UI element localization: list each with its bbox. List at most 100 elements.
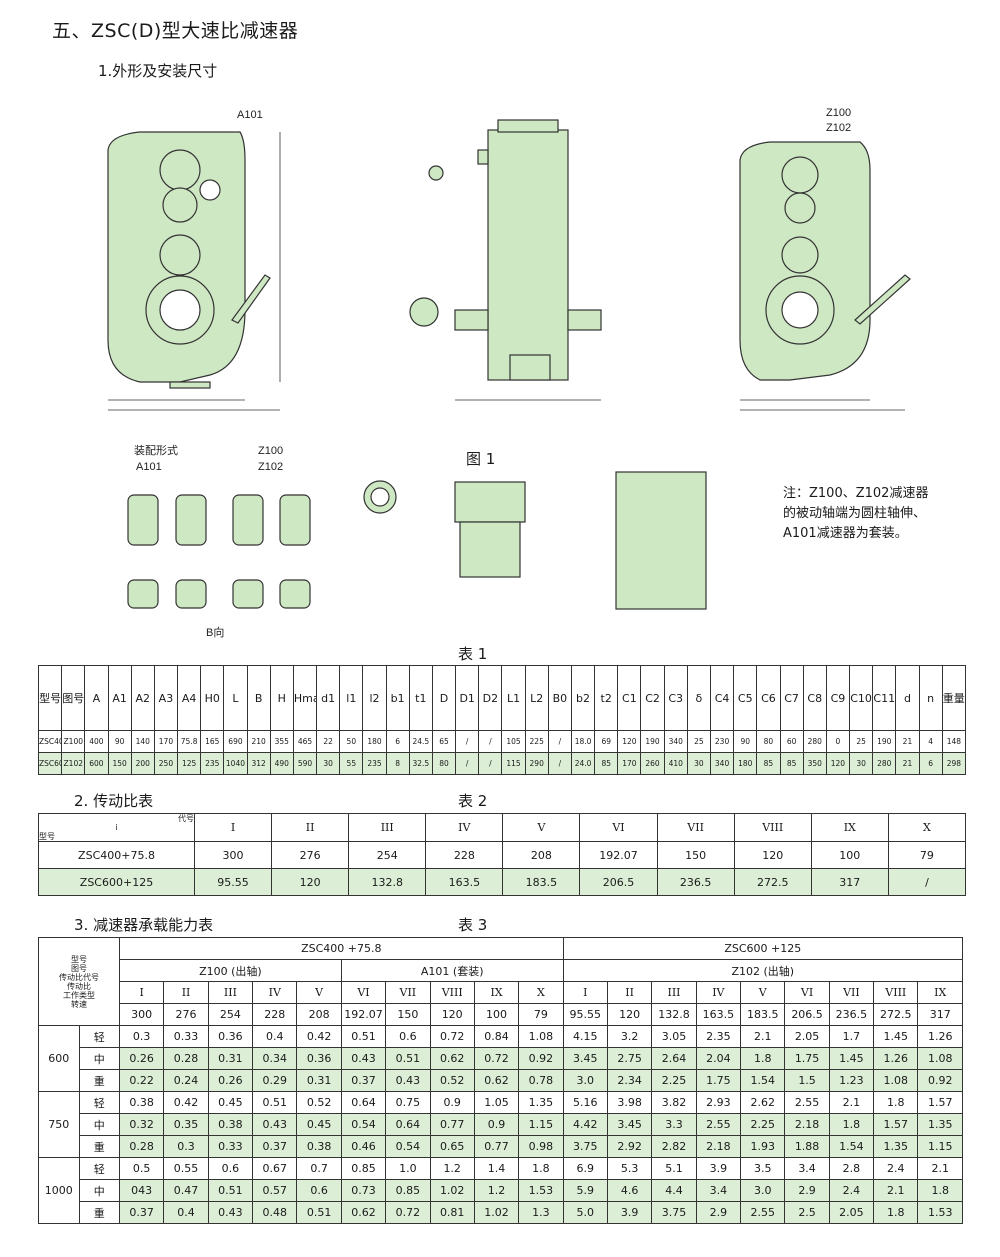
table3-value-cell: 1.23 <box>828 1069 875 1092</box>
table3-value-cell: 3.0 <box>562 1069 608 1092</box>
table1-header-cell: 型号 <box>37 665 63 731</box>
table1-cell: 280 <box>872 752 897 775</box>
table3-value-cell: 0.28 <box>163 1047 209 1070</box>
table3-value-cell: 3.5 <box>740 1157 786 1180</box>
table3-value-cell: 2.9 <box>784 1179 830 1202</box>
table2-code-cell: V <box>502 813 581 842</box>
table3-type-cell: 重 <box>78 1135 120 1158</box>
table1-cell: 55 <box>339 752 364 775</box>
table3-value-cell: 1.8 <box>873 1091 919 1114</box>
table3-ratio-cell: 132.8 <box>651 1003 697 1026</box>
table3-corner-label: 工作类型 <box>63 990 95 1000</box>
table1-cell: 410 <box>663 752 688 775</box>
table1-header-cell: b2 <box>570 665 596 731</box>
assembly-a101-2 <box>175 494 207 546</box>
table3-value-cell: 1.2 <box>473 1179 520 1202</box>
table3-value-cell: 0.54 <box>385 1135 431 1158</box>
table3-value-cell: 5.9 <box>562 1179 608 1202</box>
label-b-direction: B向 <box>206 625 224 639</box>
assembly-a101-4 <box>175 579 207 609</box>
table2-value-cell: 254 <box>348 841 427 869</box>
table3-value-cell: 1.53 <box>917 1201 963 1224</box>
table3-value-cell: 1.54 <box>828 1135 875 1158</box>
table3-value-cell: 0.51 <box>207 1179 254 1202</box>
table3-value-cell: 0.62 <box>340 1201 387 1224</box>
table3-value-cell: 0.84 <box>473 1025 520 1048</box>
table1-header-cell: H <box>269 665 294 731</box>
table2-value-cell: 300 <box>193 841 273 869</box>
table3-ratio-cell: 300 <box>118 1003 165 1026</box>
table1-cell: Z100 <box>61 730 86 753</box>
table1-header-cell: C5 <box>733 665 758 731</box>
table1-cell: 600 <box>84 752 109 775</box>
table1-cell: 180 <box>362 730 387 753</box>
table3-sub-b: Z102 (出轴) <box>562 959 964 982</box>
table3-value-cell: 1.7 <box>828 1025 875 1048</box>
label-a101: A101 <box>237 109 263 121</box>
gear-z-3 <box>781 236 819 274</box>
table1-header-cell: d <box>895 665 920 731</box>
gear-z-1 <box>781 156 819 194</box>
table3-value-cell: 1.54 <box>740 1069 786 1092</box>
table3-value-cell: 3.3 <box>651 1113 697 1136</box>
table1-cell: 200 <box>130 752 155 775</box>
table2-model-cell: ZSC400+75.8 <box>38 841 195 869</box>
shaft-section-large <box>409 297 439 327</box>
table3-ratio-cell: 317 <box>917 1003 963 1026</box>
label-assembly: 装配形式 <box>134 444 178 457</box>
table3-value-cell: 1.35 <box>873 1135 919 1158</box>
assembly-z-3 <box>232 579 264 609</box>
table1-header-cell: A2 <box>130 665 155 731</box>
table3-value-cell: 0.45 <box>296 1113 342 1136</box>
assembly-z-1 <box>232 494 264 546</box>
table3-value-cell: 1.08 <box>873 1069 919 1092</box>
table3-ratio-cell: 276 <box>163 1003 209 1026</box>
table2-value-cell: 183.5 <box>502 868 581 896</box>
table1-cell: 250 <box>153 752 179 775</box>
figure-drawing: A101 Z100 Z102 装配形式 A101 Z100 Z102 B向 <box>107 107 911 639</box>
table3-value-cell: 0.81 <box>429 1201 475 1224</box>
table1-header-cell: d1 <box>316 665 341 731</box>
table1-cell: 1040 <box>223 752 248 775</box>
table3-ratio-cell: 206.5 <box>784 1003 830 1026</box>
table3-value-cell: 2.82 <box>651 1135 697 1158</box>
table1-header-cell: L1 <box>501 665 526 731</box>
gear-z-output-inner <box>781 291 819 329</box>
table3-value-cell: 3.4 <box>695 1179 742 1202</box>
table3-ratio-cell: 228 <box>252 1003 298 1026</box>
table1-cell: 30 <box>686 752 711 775</box>
table2-value-cell: 100 <box>810 841 889 869</box>
table1-cell: 165 <box>200 730 225 753</box>
table3-value-cell: 1.05 <box>473 1091 520 1114</box>
table3-value-cell: 0.92 <box>518 1047 564 1070</box>
table1-cell: 69 <box>594 730 619 753</box>
table1-header-cell: C6 <box>756 665 781 731</box>
table3-value-cell: 1.57 <box>873 1113 919 1136</box>
table3-code-cell: V <box>296 981 342 1004</box>
table1-header-cell: t2 <box>594 665 619 731</box>
table3-code-cell: III <box>207 981 254 1004</box>
oil-gauge-right <box>854 274 911 325</box>
table2-value-cell: / <box>887 868 967 896</box>
table1-cell: 120 <box>617 730 642 753</box>
table3-value-cell: 2.55 <box>740 1201 786 1224</box>
table3-value-cell: 0.3 <box>118 1025 165 1048</box>
table3-value-cell: 0.64 <box>340 1091 387 1114</box>
table3-value-cell: 2.62 <box>740 1091 786 1114</box>
table3-value-cell: 3.45 <box>606 1113 653 1136</box>
table1-header-cell: Hmax <box>292 665 318 731</box>
table3-value-cell: 0.75 <box>385 1091 431 1114</box>
table1-cell: 190 <box>872 730 897 753</box>
table3-type-cell: 中 <box>78 1047 120 1070</box>
table3-value-cell: 2.1 <box>917 1157 963 1180</box>
table1-header-cell: B0 <box>547 665 572 731</box>
table2-value-cell: 317 <box>810 868 889 896</box>
table3-value-cell: 0.51 <box>385 1047 431 1070</box>
table3-value-cell: 2.05 <box>828 1201 875 1224</box>
table3-value-cell: 2.18 <box>695 1135 742 1158</box>
assembly-a101-3 <box>127 579 159 609</box>
table1-cell: / <box>455 752 480 775</box>
